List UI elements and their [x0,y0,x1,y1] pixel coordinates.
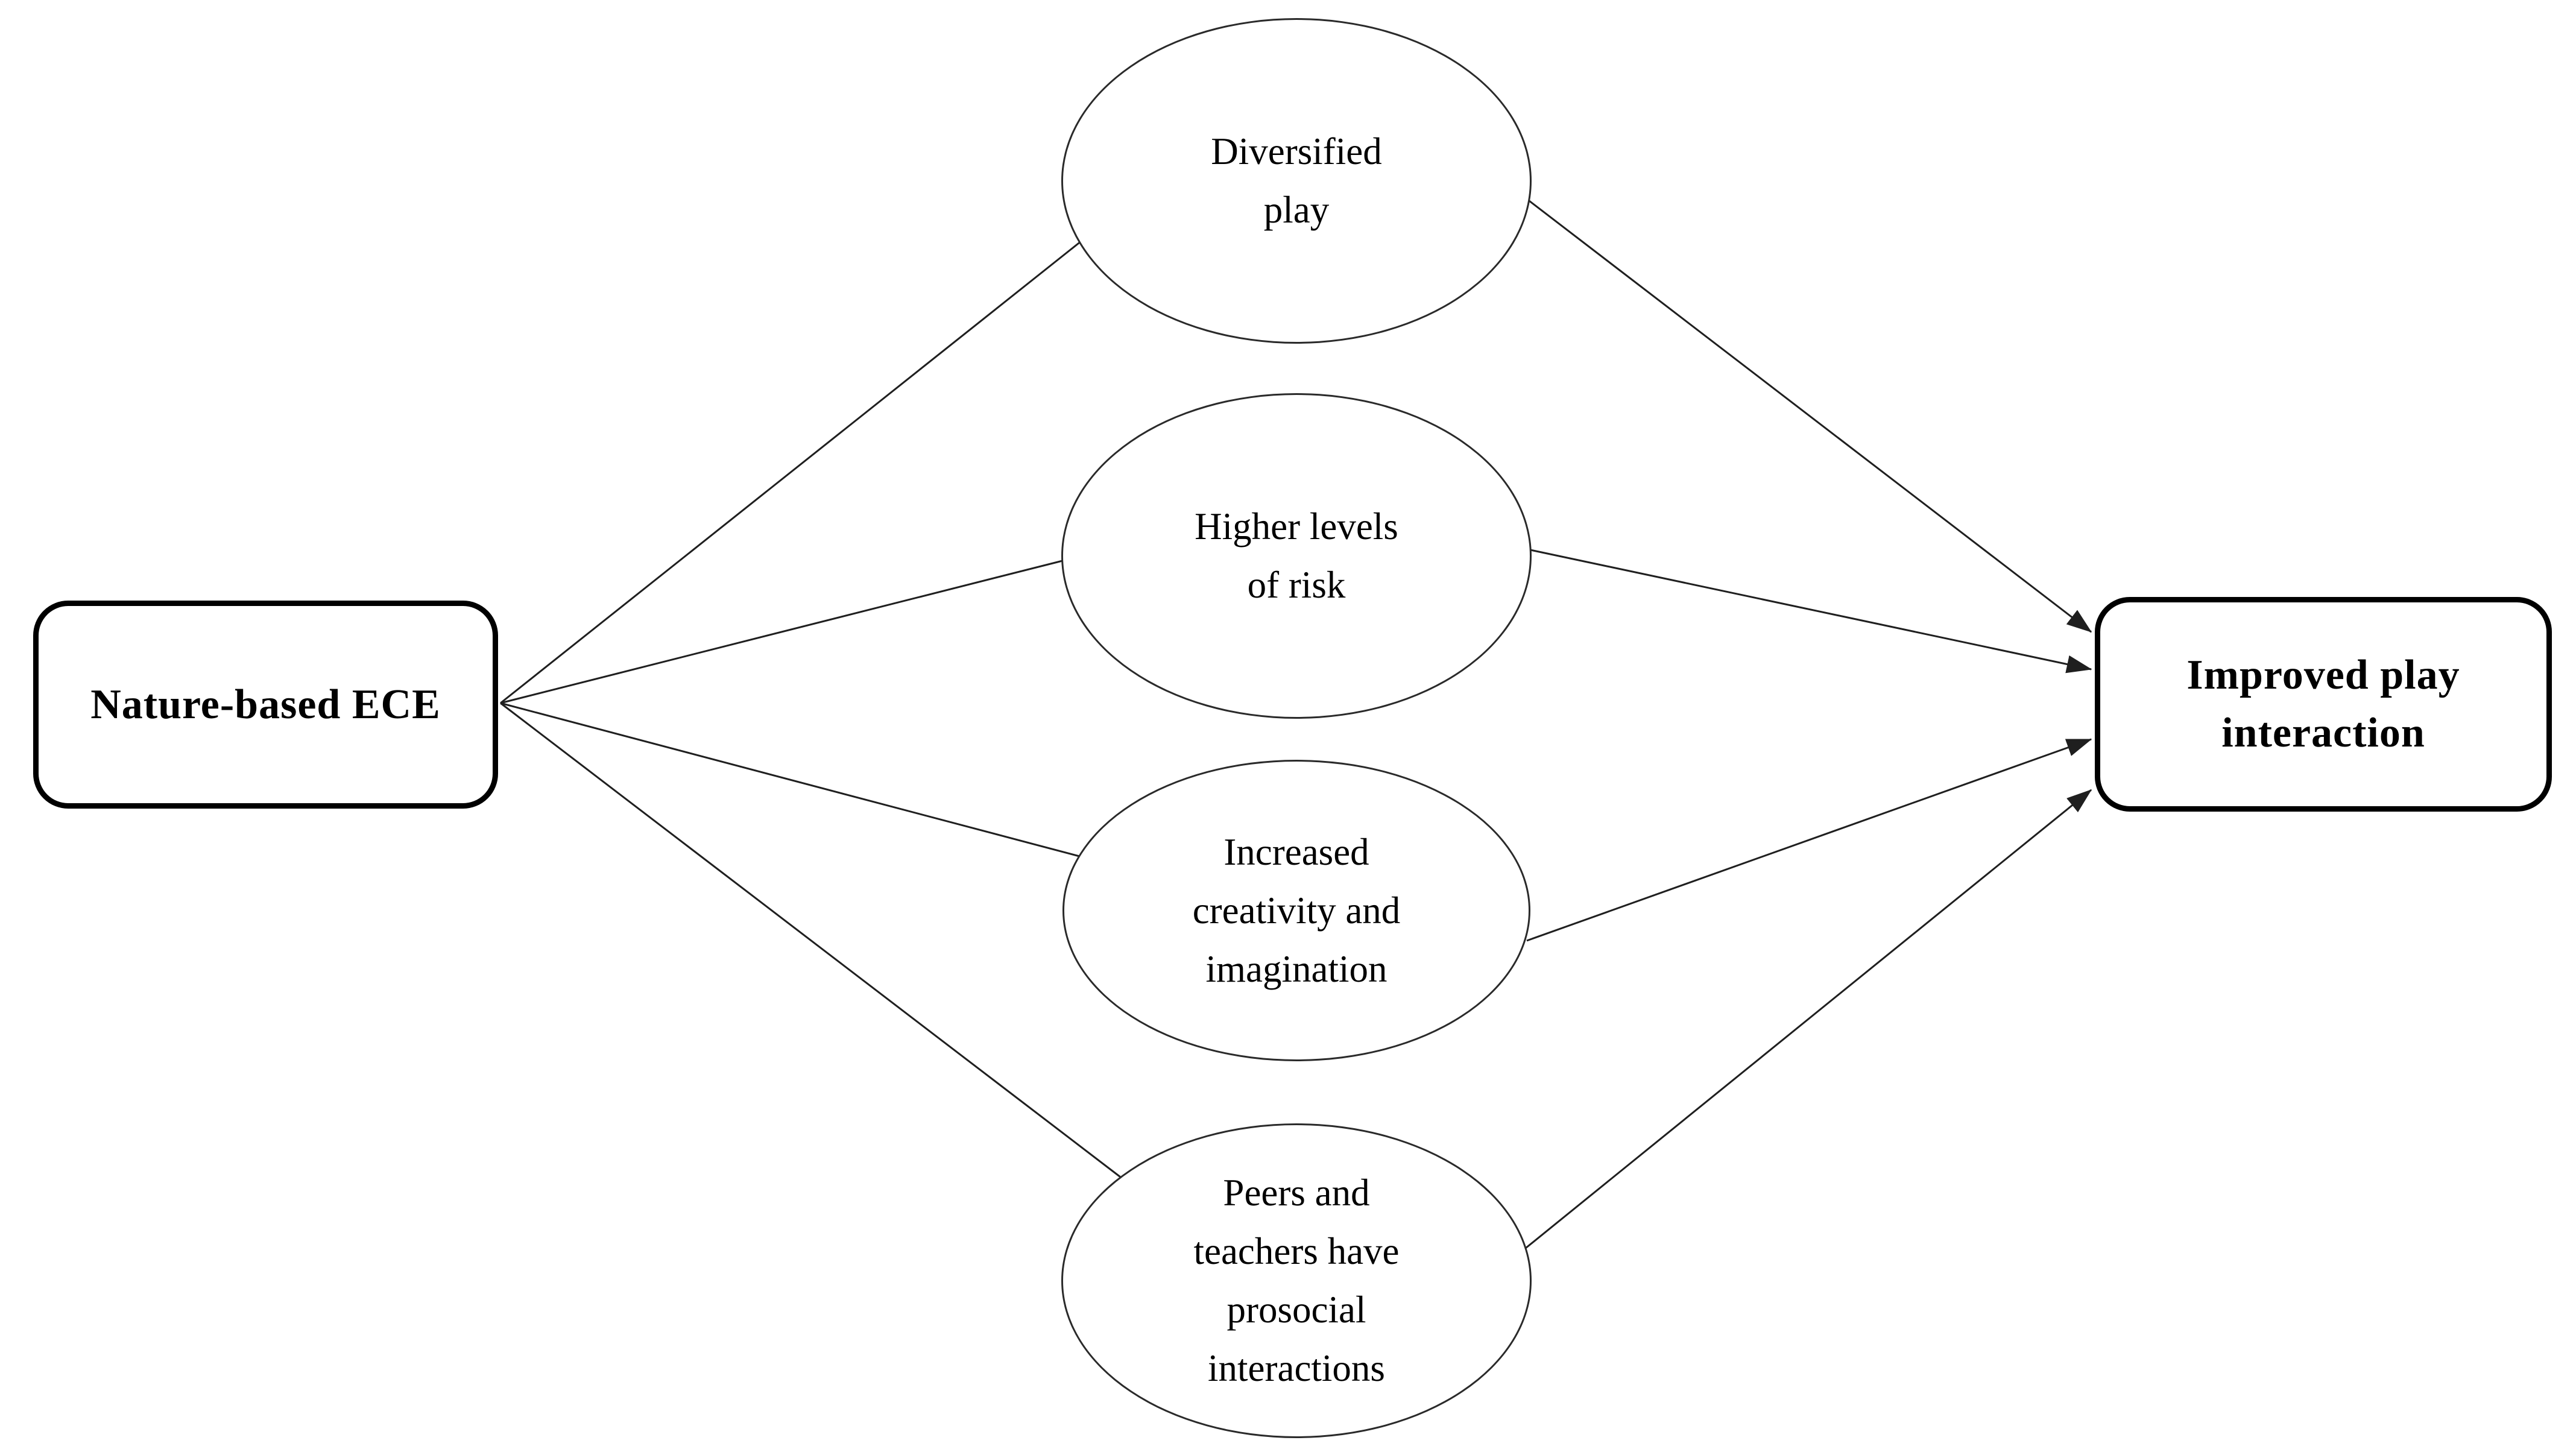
edge-input-to-increased-creativity [500,702,1080,857]
edge-increased-creativity-to-outcome [1526,738,2092,942]
node-peers-teachers-line2: teachers have [1193,1230,1400,1272]
node-improved-play-interaction-line2: interaction [2221,710,2425,756]
node-peers-teachers-line3: prosocial [1226,1289,1366,1331]
node-peers-teachers-prosocial: Peers and teachers have prosocial intera… [1061,1123,1532,1438]
edge-input-to-diversified-play [500,240,1082,704]
node-diversified-play-line2: play [1263,189,1330,231]
node-peers-teachers-line1: Peers and [1223,1172,1370,1214]
edge-peers-teachers-to-outcome [1525,789,2092,1249]
node-improved-play-interaction-line1: Improved play [2186,652,2460,698]
edge-higher-levels-to-outcome [1530,549,2092,674]
node-higher-levels-of-risk-line2: of risk [1247,564,1346,606]
node-increased-creativity-line3: imagination [1205,947,1387,990]
node-peers-teachers-line4: interactions [1208,1347,1385,1389]
node-nature-based-ece-label: Nature-based ECE [90,681,441,728]
node-diversified-play-line1: Diversified [1211,130,1382,172]
node-higher-levels-of-risk-line1: Higher levels [1195,505,1398,548]
node-nature-based-ece: Nature-based ECE [33,601,498,809]
edge-diversified-play-to-outcome [1526,198,2092,633]
node-increased-creativity-line1: Increased [1223,830,1369,873]
node-increased-creativity-line2: creativity and [1192,889,1401,932]
edge-input-to-higher-levels-of-risk [500,560,1063,704]
node-diversified-play: Diversified play [1061,18,1532,344]
edge-input-to-peers-teachers [500,702,1123,1180]
node-increased-creativity-imagination: Increased creativity and imagination [1062,760,1530,1061]
node-higher-levels-of-risk: Higher levels of risk [1061,393,1532,719]
node-improved-play-interaction: Improved play interaction [2095,597,2552,812]
